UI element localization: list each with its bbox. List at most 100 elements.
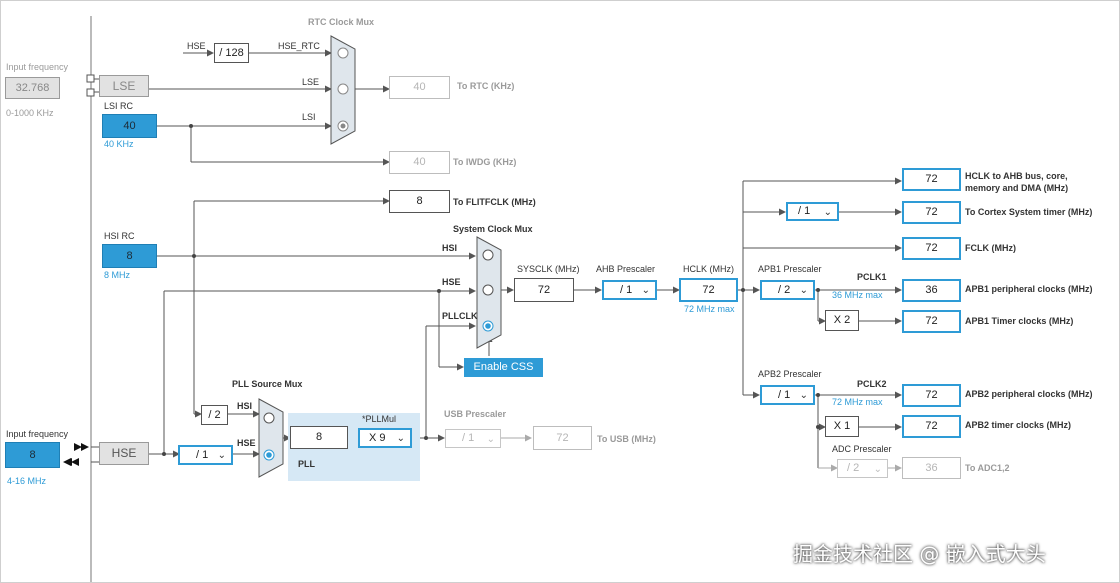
cortex-timer-divider-select[interactable]: / 1 ⌄ (786, 202, 839, 221)
lse-input-frequency-label: Input frequency (6, 62, 69, 72)
cortex-timer-value[interactable]: 72 (902, 201, 961, 224)
apb2-timer-multiplier: X 1 (825, 416, 859, 437)
cortex-timer-divider-value: / 1 (798, 205, 811, 217)
hse-div128-box: / 128 (214, 43, 249, 63)
hclk-ahb-label: HCLK to AHB bus, core, (965, 171, 1068, 181)
usb-prescaler-select[interactable]: / 1 ⌄ (445, 429, 501, 448)
pclk2-label: PCLK2 (857, 379, 887, 389)
to-adc-label: To ADC1,2 (965, 463, 1010, 473)
adc-output-value[interactable]: 36 (902, 457, 961, 479)
pllmul-label: *PLLMul (362, 414, 397, 424)
hse-rtc-label: HSE_RTC (278, 41, 320, 51)
apb1-prescaler-label: APB1 Prescaler (758, 264, 822, 274)
lse-block[interactable]: LSE (99, 75, 149, 97)
to-usb-label: To USB (MHz) (597, 434, 656, 444)
chevron-down-icon: ⌄ (217, 450, 226, 461)
pclk2-max-label: 72 MHz max (832, 397, 883, 407)
cortex-timer-label: To Cortex System timer (MHz) (965, 207, 1093, 217)
chevron-down-icon: ⌄ (799, 390, 808, 401)
hse-range-label: 4-16 MHz (7, 476, 47, 486)
chevron-down-icon: ⌄ (873, 464, 882, 475)
apb2-prescaler-label: APB2 Prescaler (758, 369, 822, 379)
hclk-max-label: 72 MHz max (684, 304, 735, 314)
hse-input-frequency-label: Input frequency (6, 429, 69, 439)
apb1-prescaler-select[interactable]: / 2 ⌄ (760, 280, 815, 300)
usb-output-value[interactable]: 72 (533, 426, 592, 450)
hse-prediv-value: / 1 (196, 449, 209, 461)
usb-prescaler-label: USB Prescaler (444, 409, 507, 419)
apb2-timer-label: APB2 timer clocks (MHz) (965, 420, 1072, 430)
rtc-lse-input-label: LSE (302, 77, 320, 87)
apb1-timer-multiplier: X 2 (825, 310, 859, 331)
pll-source-mux-title: PLL Source Mux (232, 379, 303, 389)
chevron-down-icon: ⌄ (799, 285, 808, 296)
fclk-label: FCLK (MHz) (965, 243, 1016, 253)
lse-input-frequency-field[interactable]: 32.768 (5, 77, 60, 99)
adc-prescaler-select[interactable]: / 2 ⌄ (837, 459, 888, 478)
chevron-down-icon: ⌄ (396, 433, 405, 444)
watermark: 掘金技术社区 @ 嵌入式大头 (793, 542, 1046, 566)
to-iwdg-label: To IWDG (KHz) (453, 157, 517, 167)
lse-range-label: 0-1000 KHz (6, 108, 54, 118)
hclk-label: HCLK (MHz) (683, 264, 734, 274)
fclk-value[interactable]: 72 (902, 237, 961, 260)
pclk1-max-label: 36 MHz max (832, 290, 883, 300)
hsi-rc-value[interactable]: 8 (102, 244, 157, 268)
hsi-div2-box: / 2 (201, 405, 228, 425)
system-clock-mux-title: System Clock Mux (453, 224, 533, 234)
usb-prescaler-value: / 1 (462, 432, 475, 444)
hse-input-frequency-field[interactable]: 8 (5, 442, 60, 468)
chevron-down-icon: ⌄ (486, 434, 495, 445)
adc-prescaler-value: / 2 (847, 462, 860, 474)
to-rtc-label: To RTC (KHz) (457, 81, 515, 91)
sysclk-value[interactable]: 72 (514, 278, 574, 302)
pll-mux-hse-label: HSE (237, 438, 256, 448)
adc-prescaler-label: ADC Prescaler (832, 444, 892, 454)
lsi-rc-label: LSI RC (104, 101, 134, 111)
to-flitfclk-label: To FLITFCLK (MHz) (453, 197, 536, 207)
pll-source-mux (258, 398, 284, 478)
hclk-ahb-value[interactable]: 72 (902, 168, 961, 191)
apb2-peripheral-label: APB2 peripheral clocks (MHz) (965, 389, 1093, 399)
enable-css-button[interactable]: Enable CSS (464, 358, 543, 377)
ahb-prescaler-label: AHB Prescaler (596, 264, 656, 274)
apb1-prescaler-value: / 2 (778, 284, 791, 296)
pll-mux-hsi-label: HSI (237, 401, 253, 411)
chevron-down-icon: ⌄ (641, 285, 650, 296)
apb1-timer-label: APB1 Timer clocks (MHz) (965, 316, 1074, 326)
apb2-peripheral-value[interactable]: 72 (902, 384, 961, 407)
hse-block[interactable]: HSE (99, 442, 149, 465)
lsi-unit-label: 40 KHz (104, 139, 134, 149)
sys-mux-pllclk-label: PLLCLK (442, 311, 478, 321)
hsi-rc-label: HSI RC (104, 231, 135, 241)
sys-mux-hse-label: HSE (442, 277, 461, 287)
rtc-output-value[interactable]: 40 (389, 76, 450, 99)
chevron-down-icon: ⌄ (823, 207, 832, 218)
hclk-ahb-label-line2: memory and DMA (MHz) (965, 183, 1069, 193)
ahb-prescaler-value: / 1 (620, 284, 633, 296)
pllmul-select[interactable]: X 9 ⌄ (358, 428, 412, 448)
sysclk-label: SYSCLK (MHz) (517, 264, 580, 274)
rtc-lsi-input-label: LSI (302, 112, 316, 122)
hsi-unit-label: 8 MHz (104, 270, 131, 280)
pllmul-value: X 9 (369, 432, 386, 444)
apb2-timer-value[interactable]: 72 (902, 415, 961, 438)
apb1-peripheral-value[interactable]: 36 (902, 279, 961, 302)
pll-label: PLL (298, 459, 315, 469)
lsi-rc-value[interactable]: 40 (102, 114, 157, 138)
apb2-prescaler-select[interactable]: / 1 ⌄ (760, 385, 815, 405)
apb1-timer-value[interactable]: 72 (902, 310, 961, 333)
pll-input-value[interactable]: 8 (290, 426, 348, 449)
rtc-hse-label: HSE (187, 41, 206, 51)
flitfclk-output-value[interactable]: 8 (389, 190, 450, 213)
iwdg-output-value[interactable]: 40 (389, 151, 450, 174)
ahb-prescaler-select[interactable]: / 1 ⌄ (602, 280, 657, 300)
hse-prediv-select[interactable]: / 1 ⌄ (178, 445, 233, 465)
apb1-peripheral-label: APB1 peripheral clocks (MHz) (965, 284, 1093, 294)
apb2-prescaler-value: / 1 (778, 389, 791, 401)
hclk-value[interactable]: 72 (679, 278, 738, 302)
rtc-clock-mux-title: RTC Clock Mux (308, 17, 375, 27)
pclk1-label: PCLK1 (857, 272, 887, 282)
